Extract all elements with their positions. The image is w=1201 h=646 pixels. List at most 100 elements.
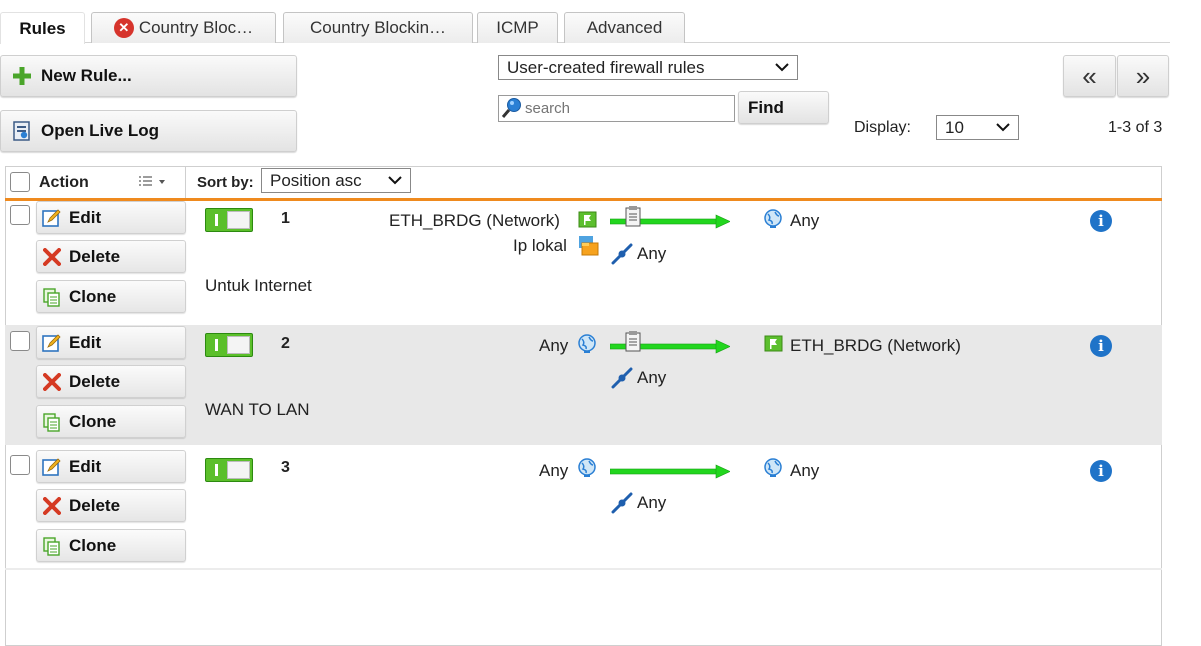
edit-label: Edit <box>69 207 102 227</box>
new-rule-label: New Rule... <box>41 66 132 85</box>
rule-source: Any <box>539 461 569 480</box>
sort-by-label: Sort by: <box>197 174 254 191</box>
network-icon <box>764 334 784 359</box>
open-live-log-button[interactable]: Open Live Log <box>0 110 297 152</box>
edit-icon <box>41 208 63 228</box>
rule-source: Any <box>539 336 569 355</box>
delete-button[interactable]: Delete <box>36 240 186 273</box>
next-page-button[interactable]: » <box>1117 55 1169 97</box>
tab-icmp[interactable]: ICMP <box>477 12 558 43</box>
previous-page-button[interactable]: « <box>1063 55 1116 97</box>
rule-arrow-icon <box>609 456 731 487</box>
edit-label: Edit <box>69 332 102 352</box>
tab-label: Country Bloc… <box>138 18 254 37</box>
rule-destination: ETH_BRDG (Network) <box>790 336 961 355</box>
select-all-checkbox[interactable] <box>10 172 30 192</box>
double-chevron-left-icon: « <box>1082 60 1097 91</box>
display-count-value: 10 <box>945 117 964 137</box>
tab-label: Country Blockin… <box>309 18 447 37</box>
rule-destination: Any <box>790 211 820 230</box>
edit-icon <box>41 333 63 353</box>
edit-button[interactable]: Edit <box>36 201 186 234</box>
display-label: Display: <box>854 119 911 136</box>
clone-icon <box>41 287 63 307</box>
folder-icon <box>578 235 600 262</box>
rule-destination: Any <box>790 461 820 480</box>
rule-enabled-toggle[interactable] <box>205 333 253 357</box>
delete-label: Delete <box>69 246 121 266</box>
pagination-count: 1-3 of 3 <box>1108 119 1163 136</box>
row-checkbox[interactable] <box>10 455 30 475</box>
rule-source: ETH_BRDG (Network) <box>389 211 560 230</box>
action-header-label: Action <box>39 174 89 191</box>
globe-icon <box>763 458 783 483</box>
rule-position: 2 <box>281 335 290 352</box>
tab-country-blocking-1[interactable]: ✕ Country Bloc… <box>91 12 276 43</box>
info-icon[interactable]: i <box>1090 460 1112 482</box>
tab-label: Rules <box>19 18 66 38</box>
search-field[interactable] <box>498 95 735 122</box>
clone-icon <box>41 536 63 556</box>
find-button[interactable]: Find <box>738 91 829 124</box>
row-checkbox[interactable] <box>10 331 30 351</box>
delete-label: Delete <box>69 495 121 515</box>
delete-label: Delete <box>69 371 121 391</box>
chevron-down-icon <box>388 170 402 190</box>
clone-button[interactable]: Clone <box>36 280 186 313</box>
rule-enabled-toggle[interactable] <box>205 208 253 232</box>
edit-label: Edit <box>69 456 102 476</box>
globe-icon <box>763 209 783 234</box>
tab-label: Advanced <box>586 18 663 37</box>
chevron-down-icon <box>996 117 1010 137</box>
new-rule-button[interactable]: New Rule... <box>0 55 297 97</box>
rule-enabled-toggle[interactable] <box>205 458 253 482</box>
clone-label: Clone <box>69 411 117 431</box>
tab-label: ICMP <box>496 18 539 37</box>
column-menu-icon[interactable] <box>139 175 173 194</box>
sort-select[interactable]: Position asc <box>261 168 411 193</box>
service-icon <box>611 492 633 519</box>
sort-value: Position asc <box>270 170 362 190</box>
clone-label: Clone <box>69 535 117 555</box>
edit-icon <box>41 457 63 477</box>
tab-country-blocking-2[interactable]: Country Blockin… <box>283 12 473 43</box>
clone-button[interactable]: Clone <box>36 529 186 562</box>
rule-position: 1 <box>281 210 290 227</box>
service-icon <box>611 243 633 270</box>
globe-icon <box>577 334 597 359</box>
header-accent-line <box>5 198 1162 201</box>
rule-service: Any <box>637 244 667 263</box>
row-divider <box>5 568 1162 570</box>
globe-icon <box>577 458 597 483</box>
error-icon: ✕ <box>113 18 134 38</box>
edit-button[interactable]: Edit <box>36 326 186 359</box>
info-icon[interactable]: i <box>1090 210 1112 232</box>
double-chevron-right-icon: » <box>1135 60 1151 91</box>
rule-filter-select[interactable]: User-created firewall rules <box>498 55 798 80</box>
rule-arrow-icon <box>609 206 731 237</box>
rule-comment: WAN TO LAN <box>205 400 310 419</box>
edit-button[interactable]: Edit <box>36 450 186 483</box>
display-count-select[interactable]: 10 <box>936 115 1019 140</box>
delete-icon <box>41 247 63 266</box>
tab-advanced[interactable]: Advanced <box>564 12 685 43</box>
delete-button[interactable]: Delete <box>36 489 186 522</box>
clone-button[interactable]: Clone <box>36 405 186 438</box>
find-label: Find <box>748 97 784 117</box>
delete-icon <box>41 496 63 515</box>
tab-rules[interactable]: Rules <box>0 12 85 44</box>
rule-arrow-icon <box>609 331 731 362</box>
rule-service: Any <box>637 493 667 512</box>
delete-button[interactable]: Delete <box>36 365 186 398</box>
search-input[interactable] <box>523 96 733 121</box>
rule-source-2: Ip lokal <box>513 236 567 255</box>
info-icon[interactable]: i <box>1090 335 1112 357</box>
clone-label: Clone <box>69 286 117 306</box>
network-icon <box>578 210 598 235</box>
live-log-label: Open Live Log <box>41 121 160 140</box>
rule-comment: Untuk Internet <box>205 276 312 295</box>
row-checkbox[interactable] <box>10 205 30 225</box>
delete-icon <box>41 372 63 391</box>
action-column-header <box>5 166 186 198</box>
rule-position: 3 <box>281 459 290 476</box>
